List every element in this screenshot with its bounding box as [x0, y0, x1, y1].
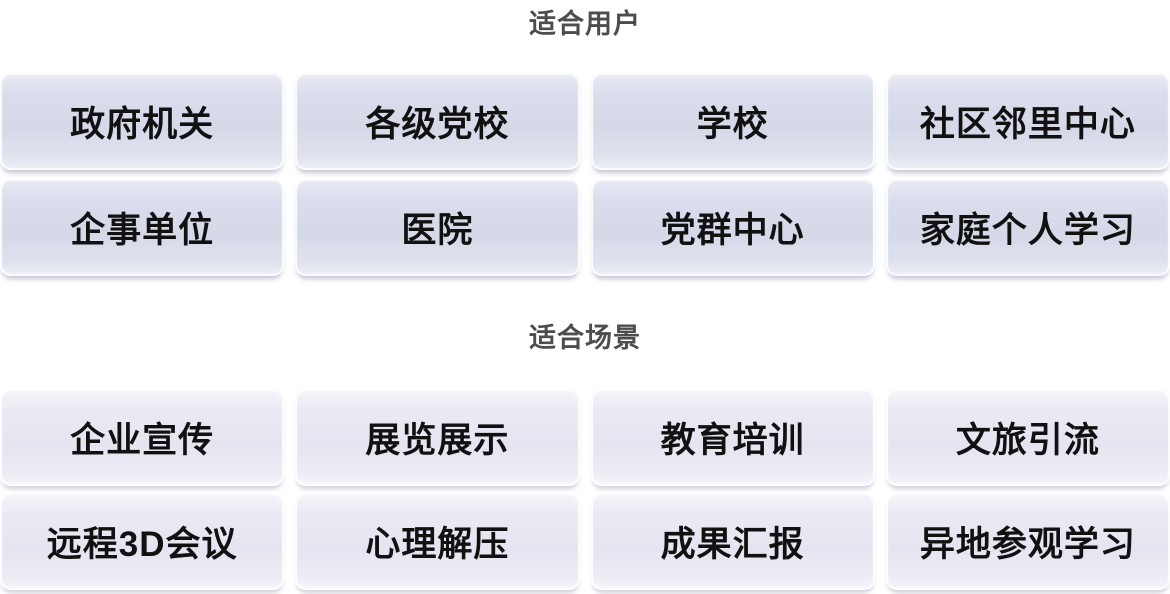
scene-card-exhibition[interactable]: 展览展示 — [295, 388, 580, 486]
user-card-family-learning[interactable]: 家庭个人学习 — [885, 178, 1170, 276]
user-card-party-school[interactable]: 各级党校 — [295, 72, 580, 170]
users-grid: 政府机关 各级党校 学校 社区邻里中心 企事单位 医院 党群中心 家庭个人学习 — [0, 72, 1170, 276]
scene-card-remote-visit-learning[interactable]: 异地参观学习 — [885, 492, 1170, 590]
user-card-enterprise[interactable]: 企事单位 — [0, 178, 285, 276]
scene-card-stress-relief[interactable]: 心理解压 — [295, 492, 580, 590]
user-card-party-masses-center[interactable]: 党群中心 — [590, 178, 875, 276]
scene-card-remote-3d-meeting[interactable]: 远程3D会议 — [0, 492, 285, 590]
scene-card-culture-tourism[interactable]: 文旅引流 — [885, 388, 1170, 486]
section-title-scenes: 适合场景 — [529, 323, 641, 353]
user-card-hospital[interactable]: 医院 — [295, 178, 580, 276]
section-title-users: 适合用户 — [529, 9, 641, 39]
scenes-grid: 企业宣传 展览展示 教育培训 文旅引流 远程3D会议 心理解压 成果汇报 异地参… — [0, 388, 1170, 590]
user-card-government[interactable]: 政府机关 — [0, 72, 285, 170]
scene-card-corporate-promo[interactable]: 企业宣传 — [0, 388, 285, 486]
user-card-school[interactable]: 学校 — [590, 72, 875, 170]
scene-card-achievement-report[interactable]: 成果汇报 — [590, 492, 875, 590]
user-card-community-center[interactable]: 社区邻里中心 — [885, 72, 1170, 170]
scene-card-education-training[interactable]: 教育培训 — [590, 388, 875, 486]
